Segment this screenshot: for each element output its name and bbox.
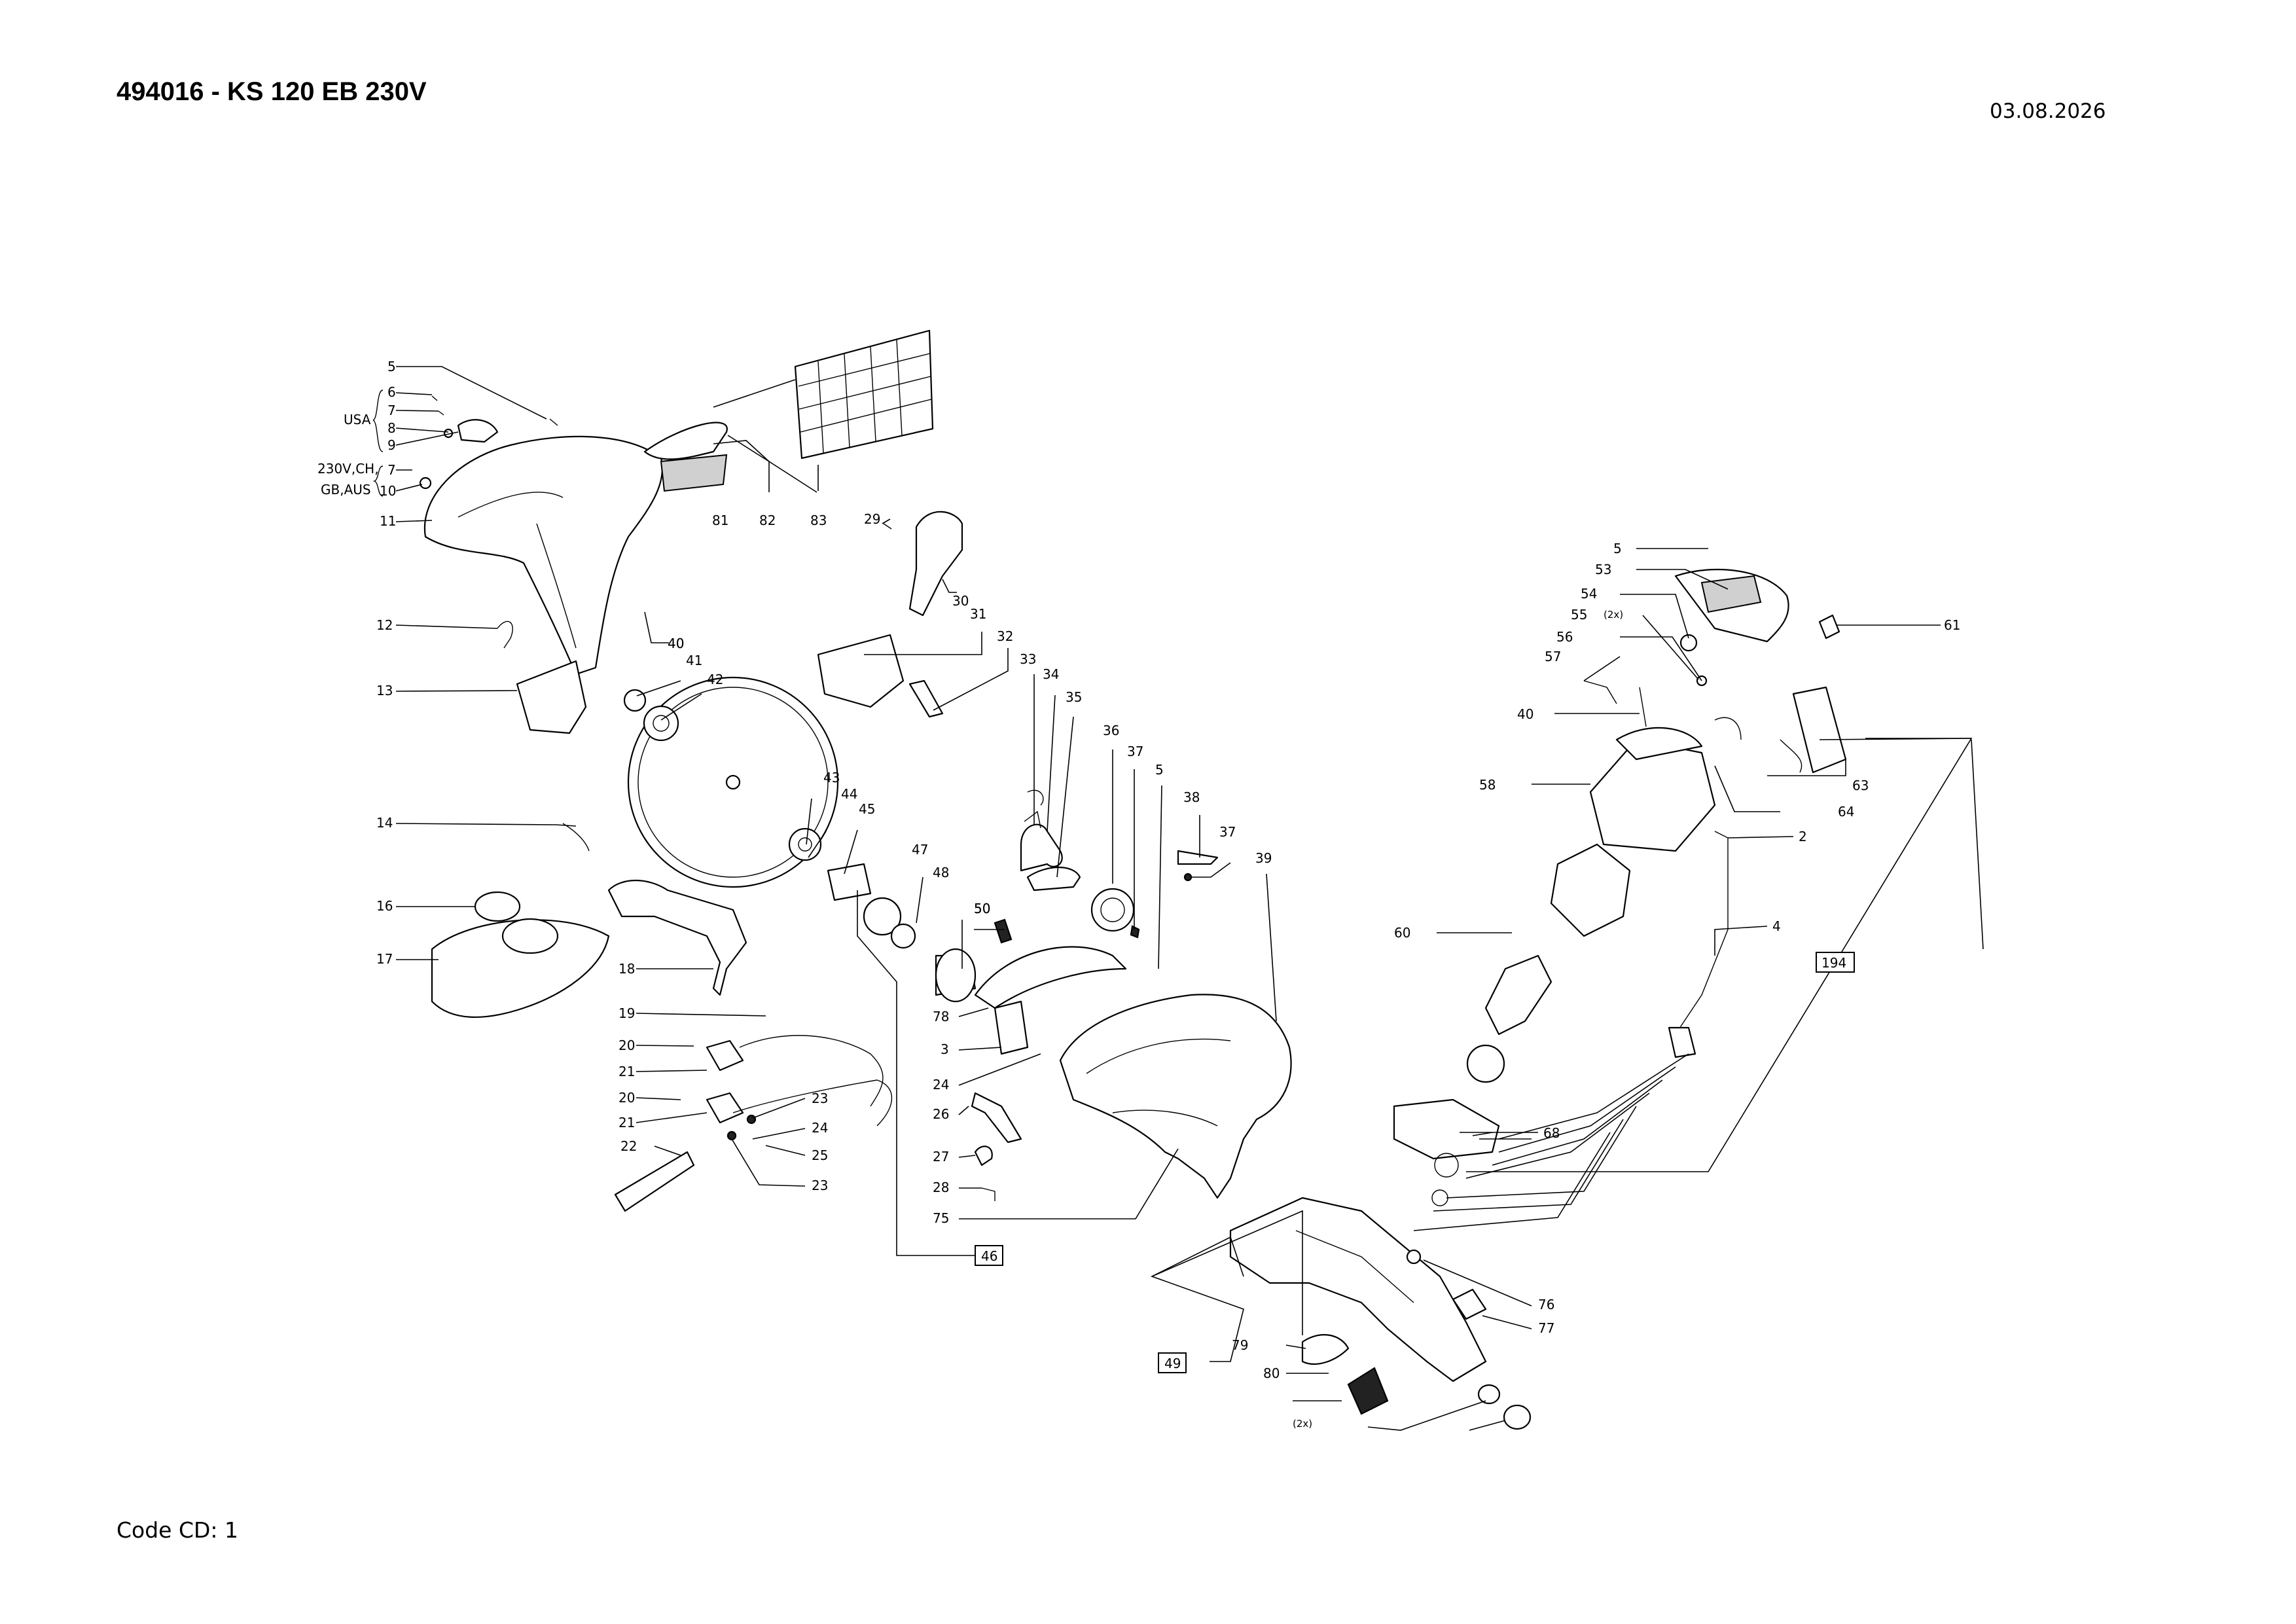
callout-label: 3 <box>941 1041 949 1057</box>
callout-label: 24 <box>812 1120 828 1136</box>
callout-label: 9 <box>387 437 396 453</box>
callout-label: 80 <box>1263 1365 1280 1381</box>
saw-blade-drawing <box>627 676 839 888</box>
callout-label: 42 <box>707 672 723 687</box>
callout-label: 37 <box>1127 744 1143 759</box>
callout-label: 26 <box>933 1106 949 1122</box>
callout-label: 32 <box>997 628 1013 644</box>
callout-label: 40 <box>668 636 684 651</box>
callout-label: 40 <box>668 636 684 651</box>
callout-label: 40 <box>1517 706 1534 722</box>
callout-label: 48 <box>933 865 949 880</box>
callout-label: 55 <box>1571 607 1587 623</box>
callout-label: 27 <box>933 1149 949 1164</box>
callout-label: 75 <box>933 1210 949 1226</box>
callout-label: 53 <box>1595 562 1611 577</box>
callout-label: 77 <box>1538 1320 1554 1336</box>
callout-label: 6 <box>387 384 396 400</box>
callout-label: 43 <box>823 770 840 785</box>
callout-label: 36 <box>1103 723 1119 738</box>
callout-label: 60 <box>1394 925 1410 941</box>
page-date: 03.08.2026 <box>1990 99 2106 123</box>
callout-label: 25 <box>812 1147 828 1163</box>
callout-label: 21 <box>619 1115 635 1130</box>
callout-label: 23 <box>812 1178 828 1193</box>
callout-label: 29 <box>864 511 880 527</box>
callout-label: 17 <box>376 951 393 967</box>
page-title: 494016 - KS 120 EB 230V <box>117 77 427 106</box>
callout-label: 57 <box>1545 649 1561 664</box>
callout-label: 19 <box>619 1005 635 1021</box>
callout-label: 22 <box>620 1138 637 1154</box>
callout-label: 2 <box>1799 829 1807 844</box>
callout-label: 58 <box>1479 777 1496 793</box>
callout-label: 44 <box>841 786 857 802</box>
callout-label: 24 <box>933 1077 949 1092</box>
callout-label: 7 <box>387 403 396 418</box>
callout-label: 63 <box>1852 778 1869 793</box>
callout-label: 5 <box>387 359 396 374</box>
reference-box-194 <box>1816 952 1855 973</box>
part-labels: 5 6 7 8 9 7 10 11 12 13 14 16 17 USA 230… <box>317 359 1960 1430</box>
callout-label: 78 <box>933 1009 949 1024</box>
callout-label: 11 <box>380 513 396 529</box>
page-code: Code CD: 1 <box>117 1517 239 1543</box>
callout-label: 83 <box>810 513 827 528</box>
callout-label: 20 <box>619 1038 635 1053</box>
callout-label: 13 <box>376 683 393 698</box>
reference-box-49 <box>1158 1352 1187 1373</box>
callout-label: 81 <box>712 513 728 528</box>
callout-label: 37 <box>1219 824 1236 840</box>
callout-label: 23 <box>812 1091 828 1106</box>
callout-label: 7 <box>387 462 396 478</box>
callout-label: 47 <box>912 842 928 857</box>
reference-box-194-label: 194 <box>1821 955 1846 971</box>
variant-label-usa: USA <box>344 412 371 427</box>
variant-label-intl-line2: GB,AUS <box>321 482 371 497</box>
callout-label: 31 <box>970 606 986 622</box>
callout-label: 16 <box>376 898 393 914</box>
callout-label: 41 <box>686 653 702 668</box>
callout-label: 33 <box>1020 651 1036 667</box>
callout-label: 20 <box>619 1090 635 1106</box>
callout-label: 76 <box>1538 1297 1554 1312</box>
callout-label: 50 <box>974 901 990 916</box>
callout-label: 14 <box>376 815 393 831</box>
callout-label: 45 <box>859 801 875 817</box>
callout-label: 18 <box>619 961 635 977</box>
callout-label: 64 <box>1838 804 1854 820</box>
variant-label-intl-line1: 230V,CH, <box>317 461 379 477</box>
callout-label: 35 <box>1066 689 1082 705</box>
callout-label: 5 <box>1155 762 1164 778</box>
callout-label: 50 <box>974 901 990 916</box>
callout-label: 21 <box>619 1064 635 1079</box>
callout-label: 54 <box>1581 586 1597 602</box>
leader-lines <box>395 366 1984 1431</box>
reference-box-46 <box>975 1245 1003 1266</box>
quantity-note: (2x) <box>1293 1418 1312 1430</box>
callout-label: 4 <box>1772 918 1781 934</box>
callout-label: 56 <box>1556 629 1573 645</box>
quantity-note: (2x) <box>1604 609 1623 621</box>
callout-label: 12 <box>376 617 393 633</box>
callout-label: 39 <box>1255 850 1272 866</box>
callout-label: 38 <box>1183 789 1200 805</box>
callout-label: 34 <box>1043 666 1059 682</box>
callout-label: 82 <box>759 513 776 528</box>
callout-label: 28 <box>933 1180 949 1195</box>
reference-box-46-label: 46 <box>981 1248 997 1264</box>
callout-label: 61 <box>1944 617 1960 633</box>
callout-label: 79 <box>1232 1337 1248 1353</box>
callout-label: 68 <box>1543 1125 1560 1141</box>
callout-label: 30 <box>952 593 969 609</box>
callout-label: 5 <box>1613 541 1622 556</box>
callout-label: 8 <box>387 420 396 436</box>
part-drawings <box>419 329 1847 1430</box>
reference-box-49-label: 49 <box>1164 1356 1181 1371</box>
